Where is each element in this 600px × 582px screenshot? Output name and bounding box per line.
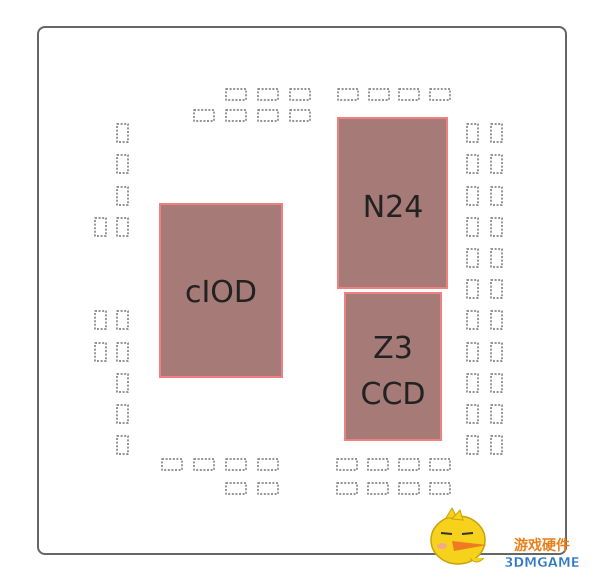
capacitor-pad: [490, 154, 503, 174]
watermark: 游戏硬件 3DMGAME: [430, 506, 580, 571]
capacitor-pad: [116, 154, 129, 174]
capacitor-pad: [257, 482, 279, 495]
capacitor-pad: [116, 310, 129, 330]
capacitor-pad: [490, 279, 503, 299]
capacitor-pad: [466, 310, 479, 330]
n24-die-body: [337, 117, 448, 289]
capacitor-pad: [466, 404, 479, 424]
watermark-cn-text: 游戏硬件: [514, 537, 570, 554]
capacitor-pad: [289, 88, 311, 101]
z3-ccd-label-line2: CCD: [361, 377, 426, 412]
capacitor-pad: [116, 373, 129, 393]
capacitor-pad: [337, 88, 359, 101]
z3-ccd-die-body: [344, 292, 442, 441]
capacitor-pad: [398, 88, 420, 101]
capacitor-pad: [429, 88, 451, 101]
z3-ccd-die: Z3 CCD: [344, 292, 442, 441]
capacitor-pad: [225, 458, 247, 471]
capacitor-pad: [94, 217, 107, 237]
capacitor-pad: [466, 123, 479, 143]
capacitor-pad: [490, 217, 503, 237]
capacitor-pad: [336, 458, 358, 471]
capacitor-pad: [490, 373, 503, 393]
chick-mascot-icon: [430, 506, 487, 565]
capacitor-pad: [429, 458, 451, 471]
capacitor-pad: [490, 310, 503, 330]
capacitor-pad: [398, 482, 420, 495]
capacitor-pad: [94, 342, 107, 362]
capacitor-pad: [466, 248, 479, 268]
capacitor-pad: [466, 342, 479, 362]
capacitor-pad: [466, 435, 479, 455]
capacitor-pad: [94, 310, 107, 330]
capacitor-pad: [466, 186, 479, 206]
package-substrate: [37, 26, 567, 555]
capacitor-pad: [490, 248, 503, 268]
capacitor-pad: [490, 404, 503, 424]
capacitor-pad: [490, 123, 503, 143]
capacitor-pad: [225, 482, 247, 495]
capacitor-pad: [225, 109, 247, 122]
capacitor-pad: [161, 458, 183, 471]
n24-die-label: N24: [363, 190, 424, 225]
capacitor-pad: [466, 154, 479, 174]
capacitor-pad: [116, 435, 129, 455]
capacitor-pad: [257, 458, 279, 471]
capacitor-pad: [490, 342, 503, 362]
capacitor-pad: [193, 458, 215, 471]
capacitor-pad: [116, 123, 129, 143]
capacitor-pad: [116, 186, 129, 206]
capacitor-pad: [257, 88, 279, 101]
capacitor-pad: [466, 373, 479, 393]
capacitor-pad: [368, 88, 390, 101]
z3-ccd-label-line1: Z3: [373, 331, 413, 366]
capacitor-array: [94, 88, 503, 495]
capacitor-pad: [116, 342, 129, 362]
ciod-die-body: [159, 203, 283, 378]
capacitor-pad: [429, 482, 451, 495]
ciod-die-label: cIOD: [185, 275, 257, 310]
capacitor-pad: [225, 88, 247, 101]
capacitor-pad: [193, 109, 215, 122]
capacitor-pad: [336, 482, 358, 495]
capacitor-pad: [398, 458, 420, 471]
capacitor-pad: [116, 217, 129, 237]
capacitor-pad: [466, 279, 479, 299]
capacitor-pad: [466, 217, 479, 237]
capacitor-pad: [490, 186, 503, 206]
n24-die: N24: [337, 117, 448, 289]
watermark-brand-text: 3DMGAME: [504, 556, 579, 571]
capacitor-pad: [116, 404, 129, 424]
capacitor-pad: [490, 435, 503, 455]
ciod-die: cIOD: [159, 203, 283, 378]
capacitor-pad: [367, 482, 389, 495]
capacitor-pad: [257, 109, 279, 122]
capacitor-pad: [289, 109, 311, 122]
capacitor-pad: [367, 458, 389, 471]
